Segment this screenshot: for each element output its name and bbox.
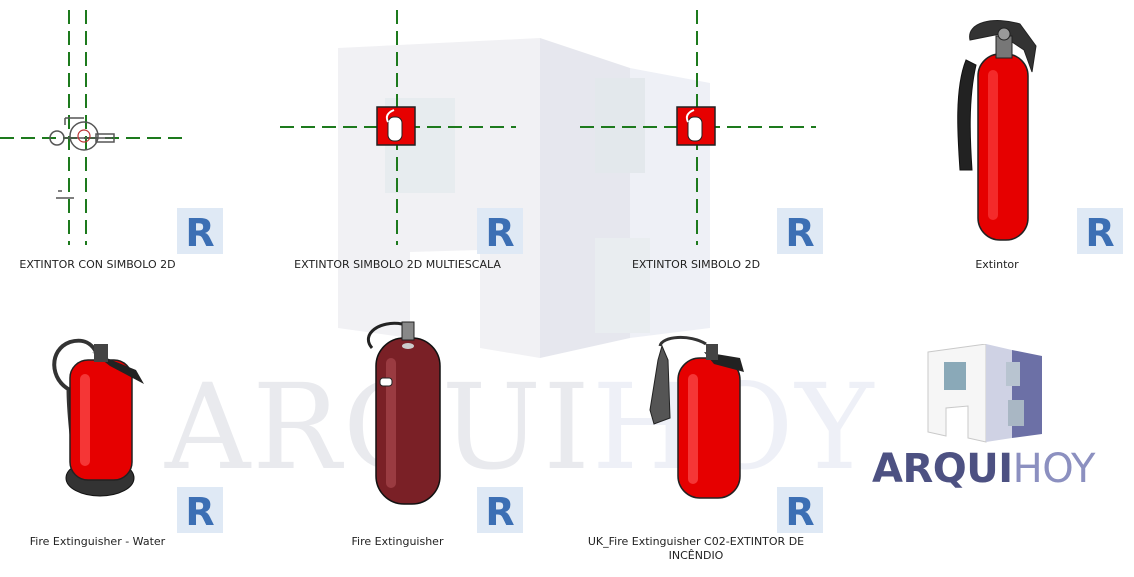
revit-family-icon[interactable]: R xyxy=(777,487,823,534)
extintor-3d-model xyxy=(957,20,1037,241)
item-caption: Extintor xyxy=(975,258,1019,271)
revit-family-icon[interactable]: R xyxy=(177,208,223,255)
arquihoy-logo-text: ARQUIHOY xyxy=(872,446,1095,492)
item-caption: Fire Extinguisher xyxy=(351,535,444,548)
svg-text:R: R xyxy=(485,211,514,254)
revit-family-icon[interactable]: R xyxy=(477,208,523,255)
item-caption: EXTINTOR SIMBOLO 2D MULTIESCALA xyxy=(294,258,501,271)
extintor-simbolo-view xyxy=(580,10,816,245)
fire-extinguisher-model xyxy=(366,321,441,505)
item-caption: UK_Fire Extinguisher C02-EXTINTOR DE INC… xyxy=(587,535,805,562)
item-caption: EXTINTOR CON SIMBOLO 2D xyxy=(19,258,176,271)
revit-family-icon[interactable]: R xyxy=(1077,208,1123,255)
item-caption: Fire Extinguisher - Water xyxy=(29,535,166,548)
svg-text:R: R xyxy=(185,490,214,533)
extintor-2d-symbol-view xyxy=(0,10,182,245)
fire-extinguisher-water-model xyxy=(52,338,144,497)
extintor-multiescala-view xyxy=(280,10,516,245)
uk-fire-extinguisher-co2-model xyxy=(649,336,744,499)
revit-family-icon[interactable]: R xyxy=(777,208,823,255)
revit-family-icon[interactable]: R xyxy=(477,487,523,534)
svg-text:R: R xyxy=(485,490,514,533)
svg-text:R: R xyxy=(185,211,214,254)
item-caption: EXTINTOR SIMBOLO 2D xyxy=(631,258,761,271)
svg-text:R: R xyxy=(785,211,814,254)
revit-family-icon[interactable]: R xyxy=(177,487,223,534)
svg-text:R: R xyxy=(785,490,814,533)
svg-text:R: R xyxy=(1085,211,1114,254)
watermark-text: ARQUIHOY xyxy=(165,368,925,486)
arquihoy-logo-building xyxy=(927,344,1042,443)
